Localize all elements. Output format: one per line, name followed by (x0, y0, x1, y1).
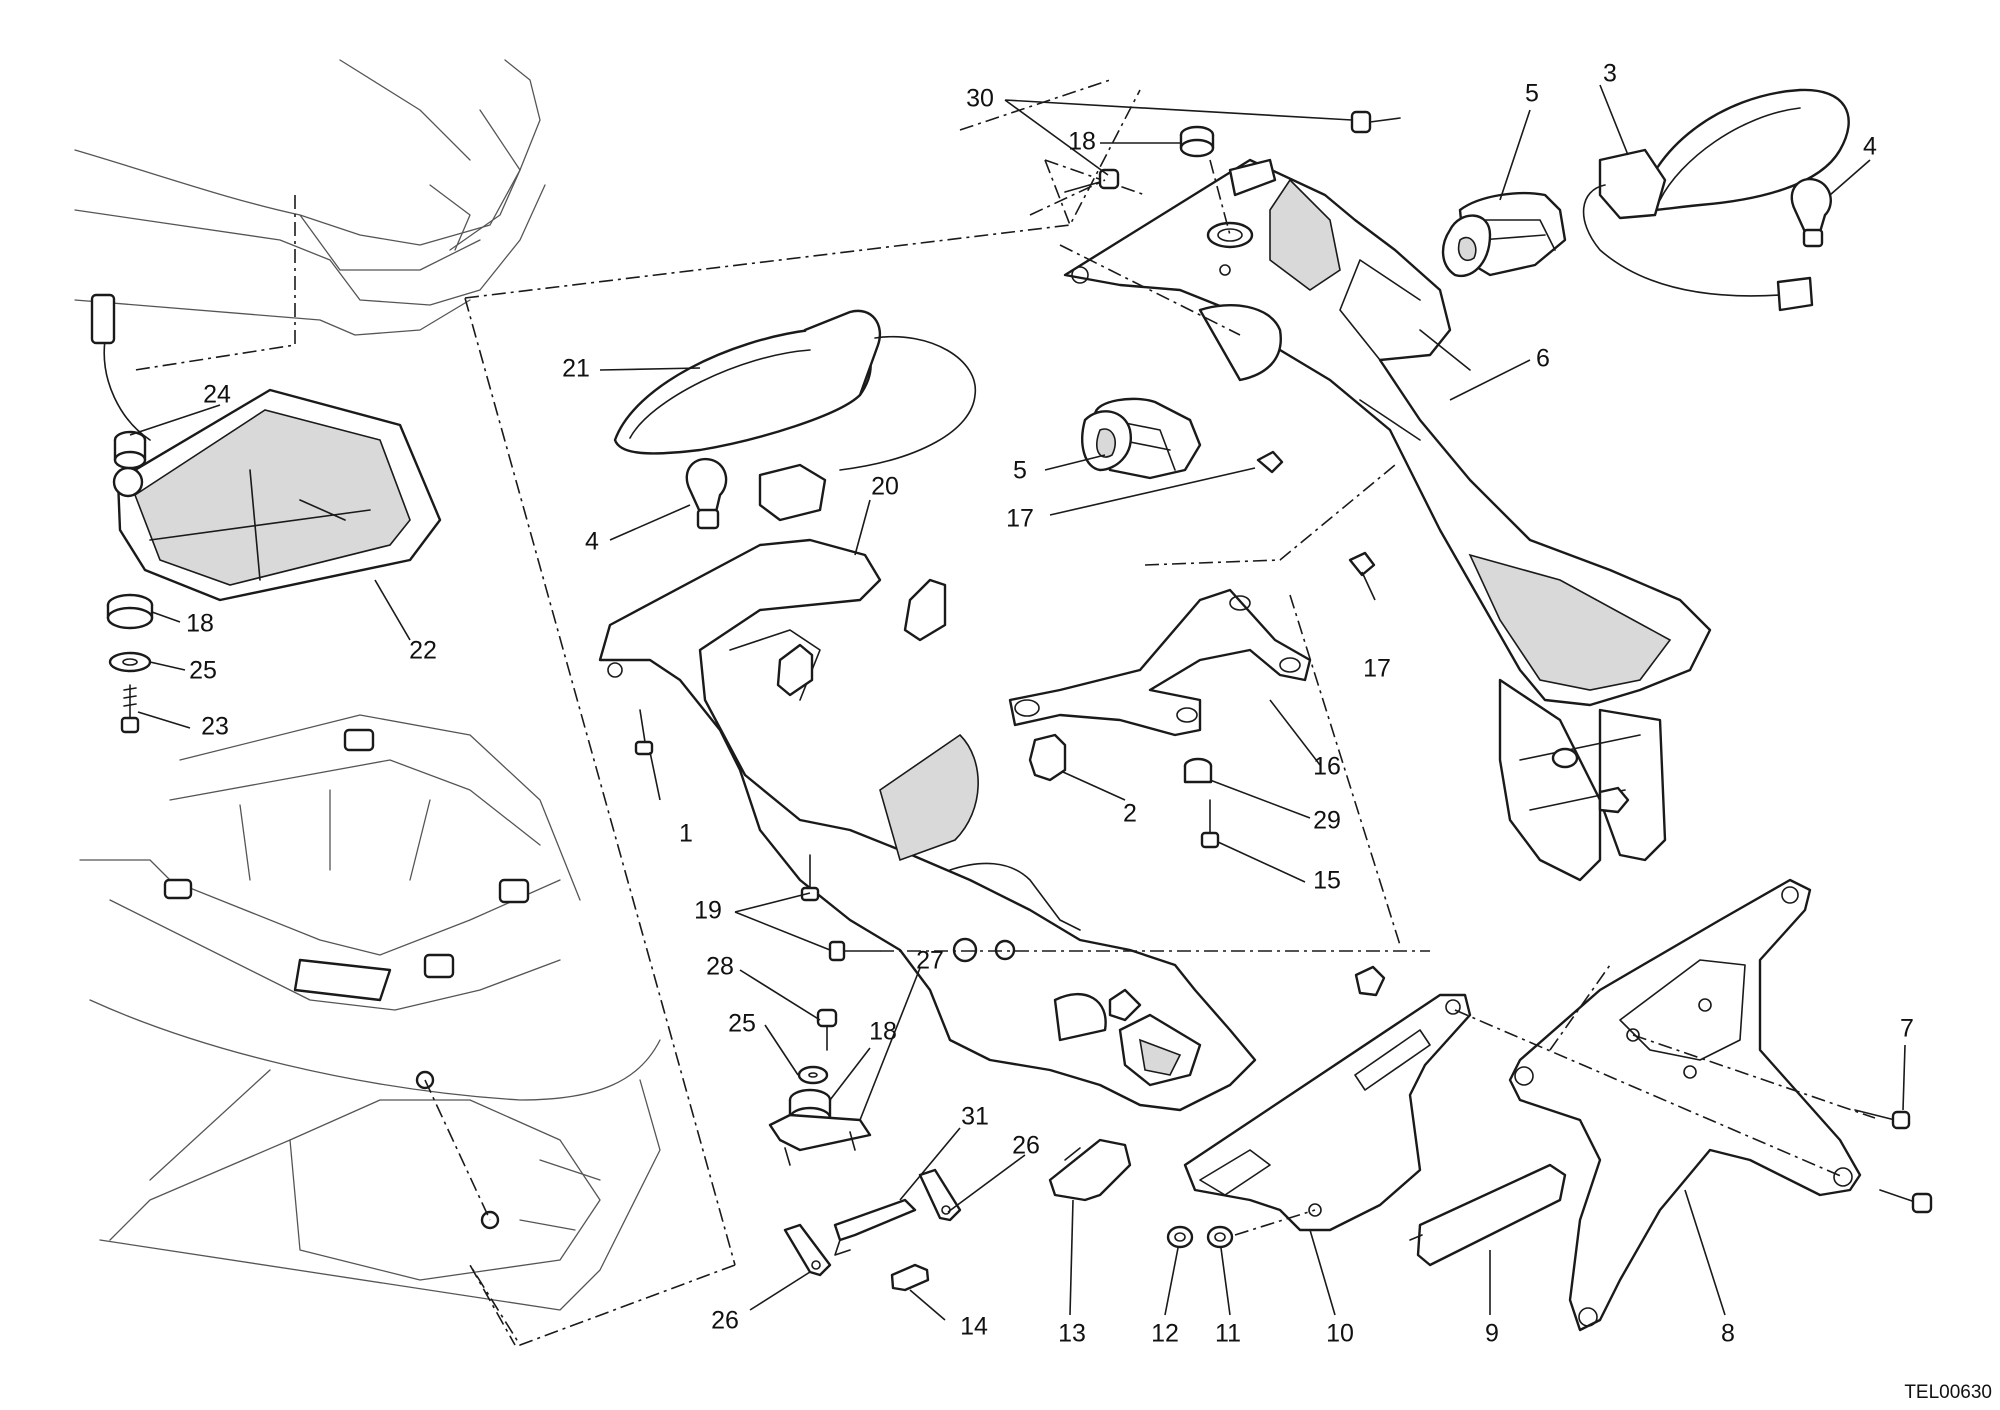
tail-section-outline (74, 59, 546, 371)
callout-27: 27 (916, 947, 944, 975)
callout-14: 14 (960, 1313, 988, 1341)
tail-light-22 (90, 293, 442, 602)
screw-30-top (1350, 110, 1401, 134)
callout-24: 24 (203, 381, 231, 409)
callout-18-left: 18 (186, 610, 214, 638)
bushing-5-center (1081, 397, 1202, 480)
screw-23 (120, 684, 140, 734)
grommet-18-top (1179, 125, 1215, 158)
callout-17-right: 17 (1363, 655, 1391, 683)
screw-19-horizontal (828, 940, 881, 962)
washer-25-center (797, 1065, 829, 1085)
callout-3: 3 (1603, 60, 1617, 88)
reflector-9 (1409, 1163, 1567, 1267)
assembly-group-outline (464, 89, 1141, 1346)
clip-31 (833, 1198, 917, 1256)
callout-10: 10 (1326, 1320, 1354, 1348)
subframe-mount-tab (423, 953, 455, 979)
nut-17-right (1348, 551, 1376, 577)
callout-18-top: 18 (1068, 128, 1096, 156)
subframe-mount-tab (163, 878, 193, 900)
drawing-reference-code: TEL00630 (1904, 1382, 1992, 1403)
callout-26-lower: 26 (711, 1307, 739, 1335)
screw-30-left (1064, 168, 1120, 193)
screw-7-upper (1854, 1109, 1911, 1130)
callout-5-right: 5 (1525, 80, 1539, 108)
callout-4-left: 4 (585, 528, 599, 556)
grommet-2 (1028, 733, 1067, 782)
callout-22: 22 (409, 637, 437, 665)
clip-26-lower (783, 1223, 832, 1277)
plate-holder-8 (1508, 878, 1862, 1332)
bulb-4-right (1790, 177, 1832, 248)
callout-6: 6 (1536, 345, 1550, 373)
callout-15: 15 (1313, 867, 1341, 895)
callout-11: 11 (1215, 1320, 1241, 1348)
light-cover-13 (1048, 1138, 1132, 1202)
license-plate-holder-20 (598, 538, 1257, 1112)
callout-16: 16 (1313, 753, 1341, 781)
washer-12 (1166, 1225, 1194, 1249)
bracket-27 (768, 1113, 872, 1166)
callout-20: 20 (871, 473, 899, 501)
callout-28: 28 (706, 953, 734, 981)
callout-7: 7 (1900, 1015, 1914, 1043)
callout-12: 12 (1151, 1320, 1179, 1348)
callout-25-center: 25 (728, 1010, 756, 1038)
screw-7-lower (1879, 1189, 1933, 1214)
bulb-14 (890, 1263, 930, 1292)
callout-8: 8 (1721, 1320, 1735, 1348)
callout-30: 30 (966, 85, 994, 113)
washer-25-left (108, 651, 152, 673)
rear-frame-6 (1063, 158, 1712, 882)
callout-21: 21 (562, 355, 590, 383)
turn-signal-21 (613, 309, 977, 522)
plate-bracket-10 (1183, 993, 1472, 1232)
callout-29: 29 (1313, 807, 1341, 835)
bushing-5-right (1441, 192, 1567, 278)
callout-26-right: 26 (1012, 1132, 1040, 1160)
washer-11 (1206, 1225, 1234, 1249)
grommet-24 (113, 430, 147, 470)
nut-bracket-10 (1354, 965, 1386, 997)
callout-9: 9 (1485, 1320, 1499, 1348)
leader-lines (129, 84, 1906, 1321)
callout-25-left: 25 (189, 657, 217, 685)
bulb-4-center (685, 457, 728, 530)
spacer-29 (1183, 757, 1213, 784)
clip-26-right (918, 1168, 962, 1222)
subframe-bracket (293, 958, 392, 1002)
callout-17-left: 17 (1006, 505, 1034, 533)
callout-1: 1 (679, 820, 693, 848)
turn-signal-3 (1582, 88, 1850, 312)
callout-31: 31 (961, 1103, 989, 1131)
nut-17-center (1256, 450, 1284, 474)
subframe-outline (79, 714, 661, 1311)
screw-19-vertical (800, 854, 820, 902)
screw-15 (1200, 799, 1220, 849)
callout-2: 2 (1123, 800, 1137, 828)
subframe-mount-tab (498, 878, 530, 904)
callout-labels: 1 2 3 4 4 5 5 6 7 8 9 10 11 12 13 14 15 … (186, 60, 1914, 1348)
mount-plate-16 (1008, 588, 1312, 737)
subframe-mount-tab (343, 728, 375, 752)
screw-1 (634, 709, 654, 756)
callout-4-right: 4 (1863, 133, 1877, 161)
callout-5-left: 5 (1013, 457, 1027, 485)
grommet-18-left (106, 593, 154, 630)
callout-23: 23 (201, 713, 229, 741)
callout-13: 13 (1058, 1320, 1086, 1348)
screw-28 (816, 1008, 838, 1051)
callout-18-center: 18 (869, 1018, 897, 1046)
callout-19: 19 (694, 897, 722, 925)
